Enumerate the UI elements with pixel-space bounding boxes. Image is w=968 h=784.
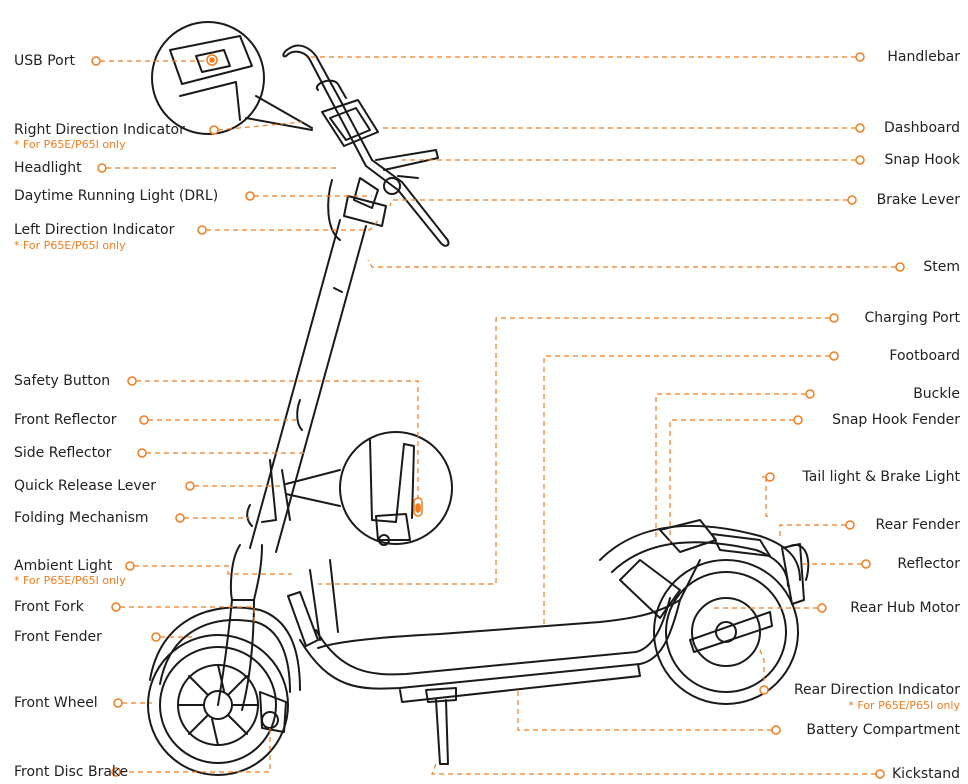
label-front-fork: Front Fork	[14, 599, 84, 615]
note-left-direction-indicator: * For P65E/P65I only	[14, 239, 126, 252]
headlight-drawing	[327, 177, 387, 241]
label-front-fender: Front Fender	[14, 629, 102, 645]
footboard-drawing	[299, 559, 701, 703]
dashboard-drawing	[315, 79, 379, 147]
label-charging-port: Charging Port	[864, 310, 960, 326]
label-brake-lever: Brake Lever	[876, 192, 960, 208]
label-ambient-light: Ambient Light	[14, 558, 113, 574]
rear-wheel-drawing	[653, 559, 799, 705]
label-usb-port: USB Port	[14, 53, 75, 69]
label-rear-hub-motor: Rear Hub Motor	[850, 600, 960, 616]
label-tail-light: Tail light & Brake Light	[802, 469, 960, 485]
label-footboard: Footboard	[889, 348, 960, 364]
label-left-direction-indicator: Left Direction Indicator	[14, 222, 175, 238]
folding-mechanism-detail-drawing	[285, 431, 453, 546]
label-folding-mechanism: Folding Mechanism	[14, 510, 149, 526]
label-snap-hook-fender: Snap Hook Fender	[832, 412, 960, 428]
label-rear-fender: Rear Fender	[875, 517, 960, 533]
label-front-wheel: Front Wheel	[14, 695, 98, 711]
label-stem: Stem	[923, 259, 960, 275]
label-right-direction-indicator: Right Direction Indicator	[14, 122, 185, 138]
label-drl: Daytime Running Light (DRL)	[14, 188, 219, 204]
label-battery-compartment: Battery Compartment	[806, 722, 960, 738]
note-right-direction-indicator: * For P65E/P65I only	[14, 138, 126, 151]
front-wheel-drawing	[147, 634, 289, 776]
label-reflector: Reflector	[897, 556, 960, 572]
label-kickstand: Kickstand	[892, 766, 960, 782]
label-buckle: Buckle	[913, 386, 960, 402]
label-front-disc-brake: Front Disc Brake	[14, 764, 129, 780]
label-dashboard: Dashboard	[884, 120, 960, 136]
rear-fender-drawing	[599, 519, 810, 619]
label-side-reflector: Side Reflector	[14, 445, 112, 461]
label-snap-hook: Snap Hook	[884, 152, 960, 168]
leader-lines	[100, 56, 896, 775]
label-safety-button: Safety Button	[14, 373, 111, 389]
front-fender-drawing	[149, 606, 301, 693]
brake-lever-drawing	[375, 149, 439, 195]
ambient-light-drawing	[287, 591, 319, 647]
note-ambient-light: * For P65E/P65I only	[14, 574, 126, 587]
label-quick-release-lever: Quick Release Lever	[14, 478, 157, 494]
handlebar-drawing	[282, 44, 450, 247]
stem-drawing	[246, 219, 367, 553]
note-rear-direction-indicator: * For P65E/P65I only	[848, 699, 960, 712]
label-front-reflector: Front Reflector	[14, 412, 117, 428]
front-fork-drawing	[217, 544, 263, 711]
label-rear-direction-indicator: Rear Direction Indicator	[793, 682, 960, 698]
kickstand-drawing	[425, 687, 457, 765]
label-handlebar: Handlebar	[887, 49, 960, 65]
usb-port-detail-drawing	[151, 21, 313, 135]
label-headlight: Headlight	[14, 160, 82, 176]
leader-endpoints	[91, 52, 905, 779]
